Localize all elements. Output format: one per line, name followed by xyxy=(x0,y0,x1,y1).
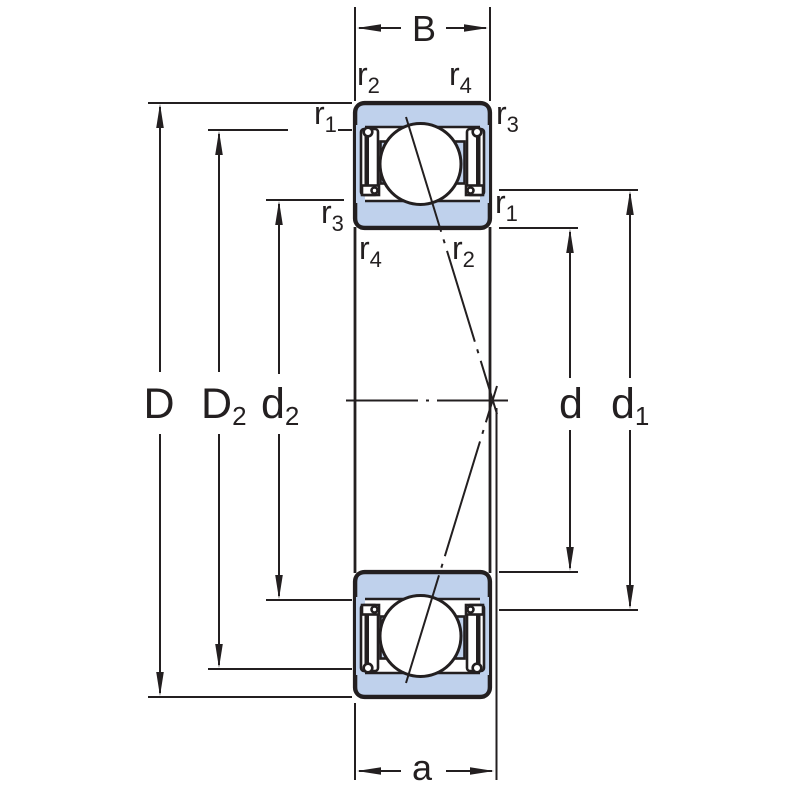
label-a: a xyxy=(412,747,433,788)
seal-right-foot-curl xyxy=(466,186,475,195)
arrow-d-up xyxy=(566,229,574,253)
seal-left-core xyxy=(364,134,369,186)
arrow-D-up xyxy=(156,104,164,128)
label-r4-bore-left: r4 xyxy=(359,230,382,272)
bearing-section-bottom xyxy=(352,569,493,700)
label-D2: D2 xyxy=(201,380,247,431)
arrow-d2-up xyxy=(275,201,283,225)
seal-left xyxy=(359,126,381,197)
seal-right xyxy=(464,126,486,197)
label-r2-top-left: r2 xyxy=(357,56,380,98)
arrow-D2-down xyxy=(215,644,223,668)
seal-left-foot-curl xyxy=(370,186,379,195)
dimension-d2 xyxy=(275,201,283,599)
dimension-d xyxy=(566,229,574,571)
label-r3-side-left-lower: r3 xyxy=(321,194,344,236)
label-d2: d2 xyxy=(261,380,299,431)
arrow-a-left xyxy=(357,767,381,775)
arrow-d1-down xyxy=(626,585,634,609)
contact-angle-lines xyxy=(405,116,498,684)
outer-ring xyxy=(354,102,491,129)
arrow-d1-up xyxy=(626,191,634,215)
label-r3-side-right-upper: r3 xyxy=(496,95,519,137)
dimension-d1 xyxy=(626,191,634,609)
seal-right-core xyxy=(476,134,481,186)
dimension-D xyxy=(156,104,164,696)
bearing-section-top xyxy=(352,100,493,231)
contact-line-top xyxy=(405,116,498,415)
label-d1: d1 xyxy=(611,380,649,431)
label-r2-bore-right: r2 xyxy=(452,230,475,272)
arrow-B-right xyxy=(464,24,488,32)
contact-line-bottom xyxy=(405,385,498,684)
inner-ring xyxy=(354,199,491,229)
seal-left-hook xyxy=(362,126,374,138)
arrow-d2-down xyxy=(275,575,283,599)
arrow-a-right xyxy=(470,767,494,775)
label-D: D xyxy=(143,380,174,428)
arrow-D-down xyxy=(156,672,164,696)
dimension-B xyxy=(357,24,488,32)
arrow-d-down xyxy=(566,547,574,571)
dimension-labels: B D D2 d2 d d1 a xyxy=(143,8,649,788)
seal-right-hook xyxy=(471,126,483,138)
dimension-D2 xyxy=(215,131,223,668)
label-r1-side-left-upper: r1 xyxy=(314,95,337,137)
label-r1-side-right-lower: r1 xyxy=(495,184,518,226)
dimension-a xyxy=(357,767,494,775)
arrow-B-left xyxy=(357,24,381,32)
label-B: B xyxy=(412,8,436,49)
extension-lines xyxy=(148,7,638,780)
arrow-D2-up xyxy=(215,131,223,155)
label-r4-top-right: r4 xyxy=(449,56,472,98)
chamfer-labels: r2 r4 r1 r3 r3 r1 r4 r2 xyxy=(314,56,519,272)
label-d: d xyxy=(559,380,583,428)
